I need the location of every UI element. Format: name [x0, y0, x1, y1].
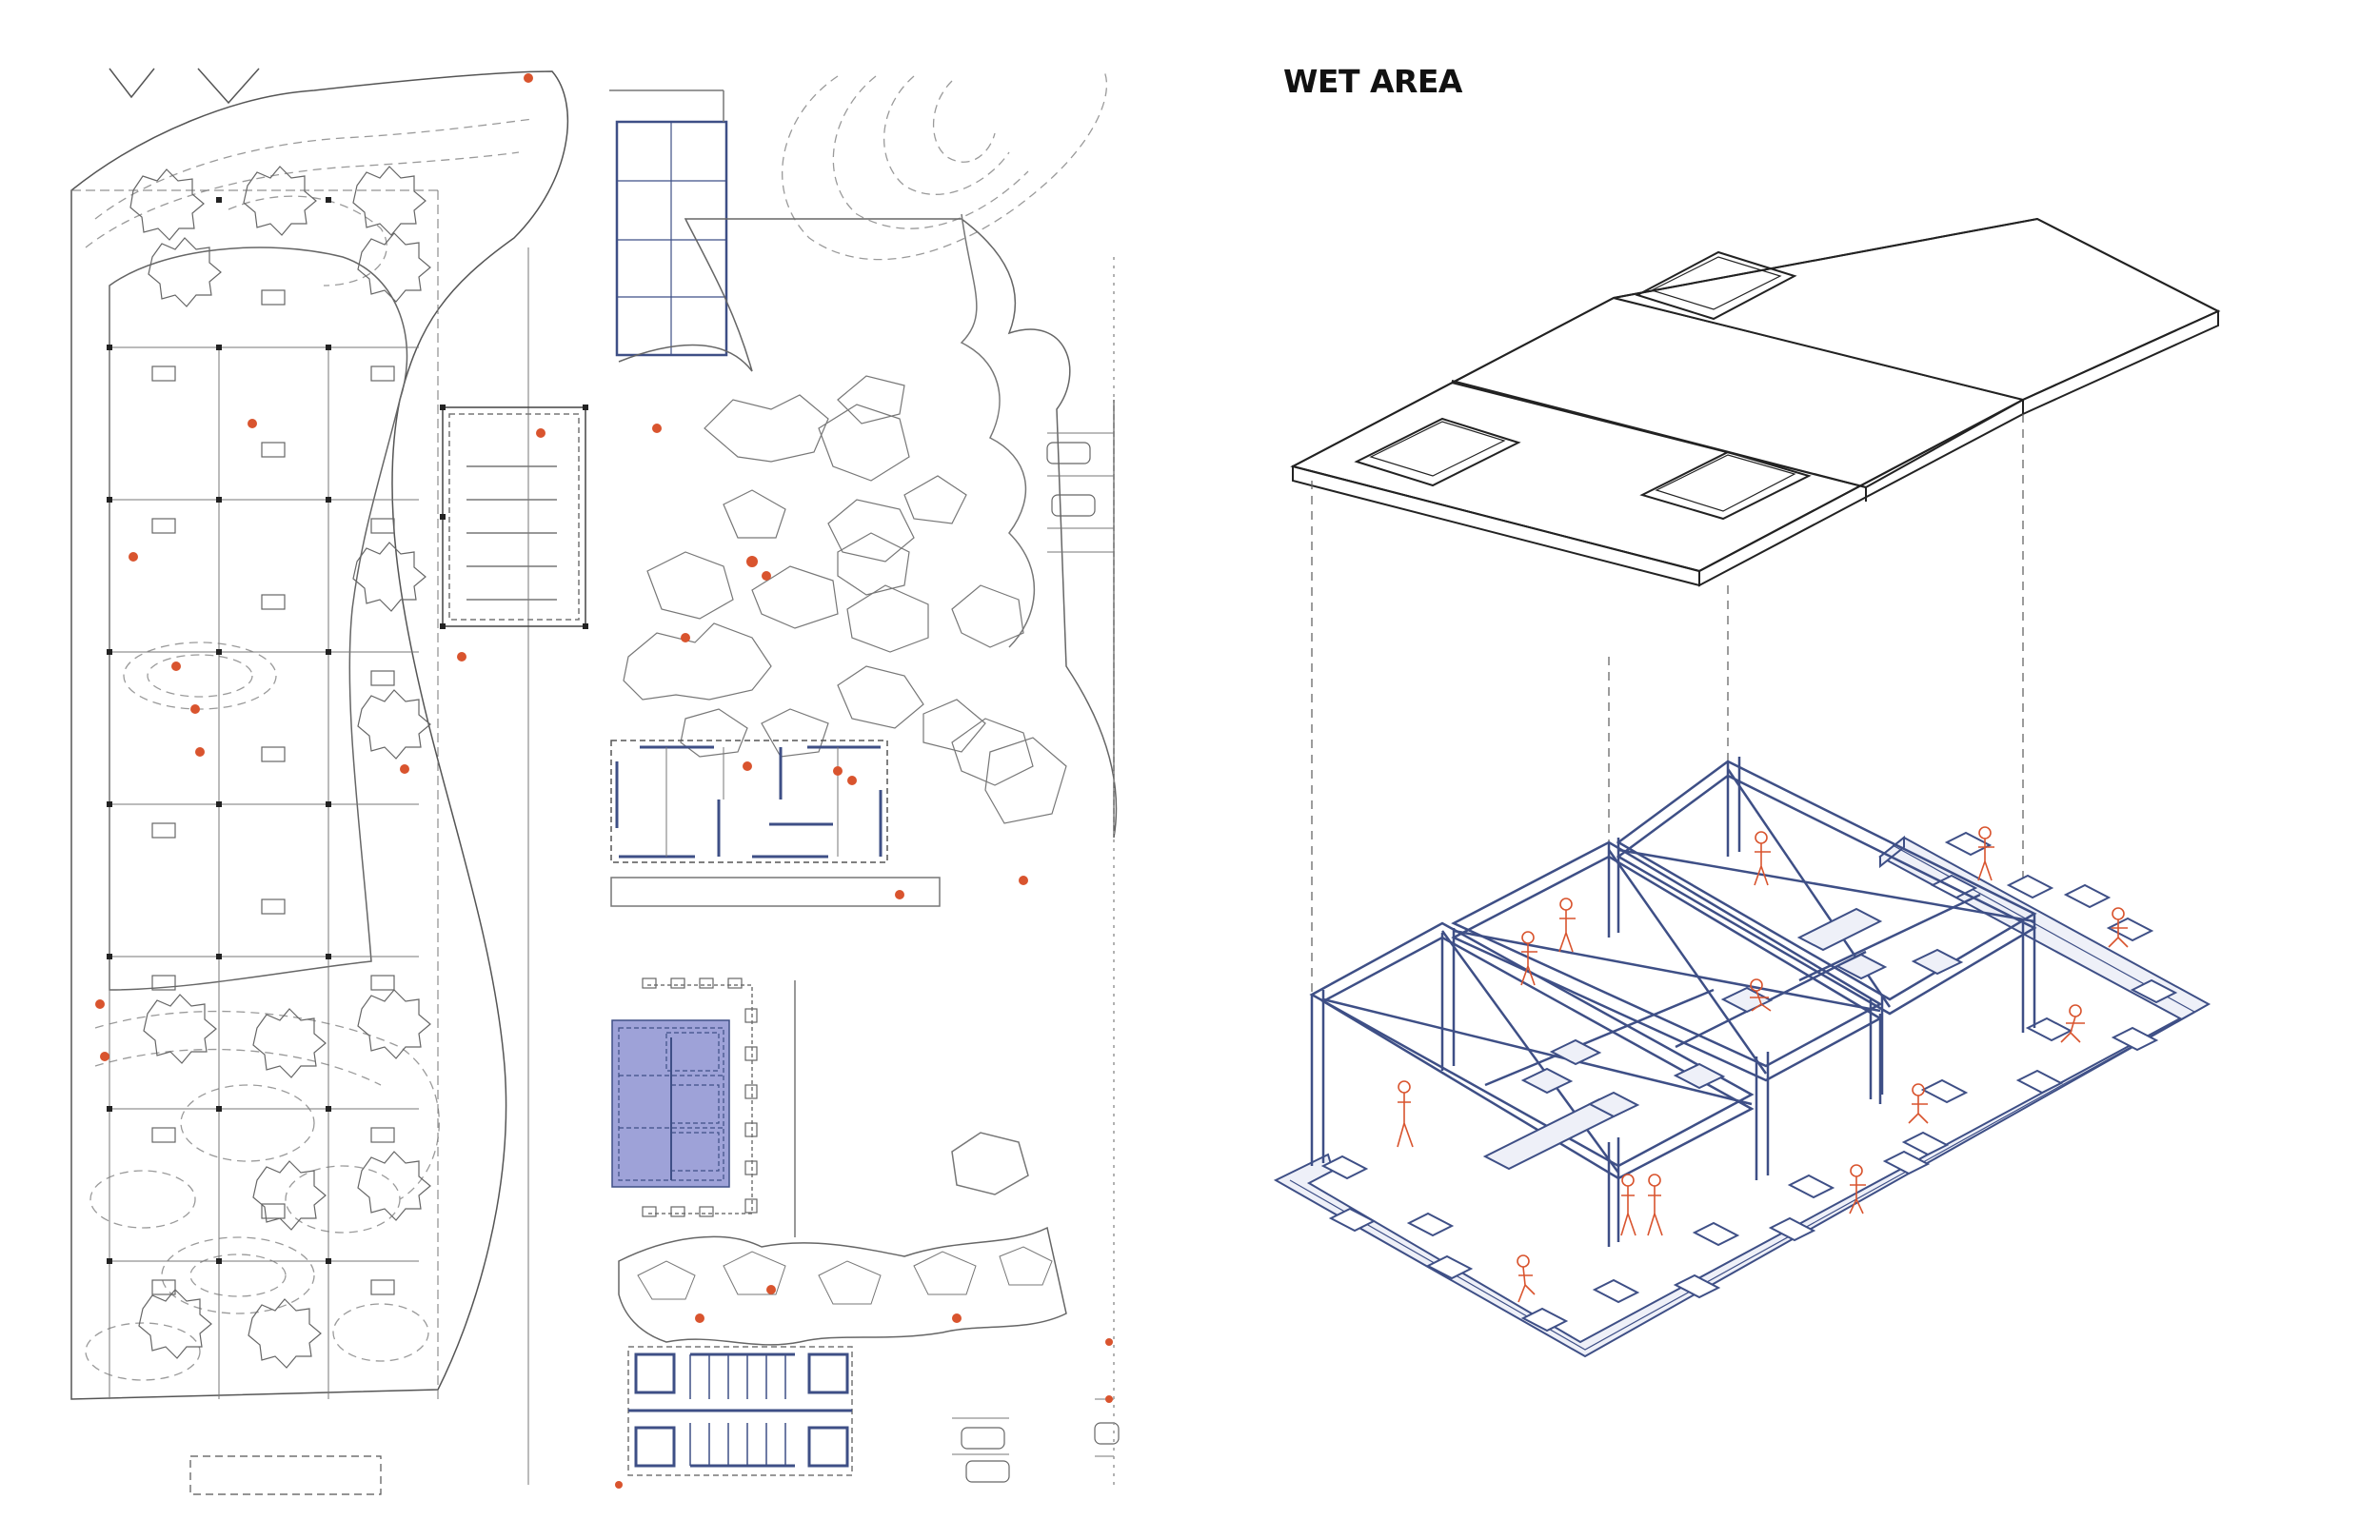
person-figure-icon — [1397, 826, 2129, 1303]
person-figure-icon — [95, 73, 1113, 1489]
tree-canopy-icon — [129, 166, 431, 1369]
section-title: WET AREA — [1283, 63, 1462, 100]
car-icon — [961, 442, 1120, 1483]
site-plan — [70, 68, 1120, 1495]
